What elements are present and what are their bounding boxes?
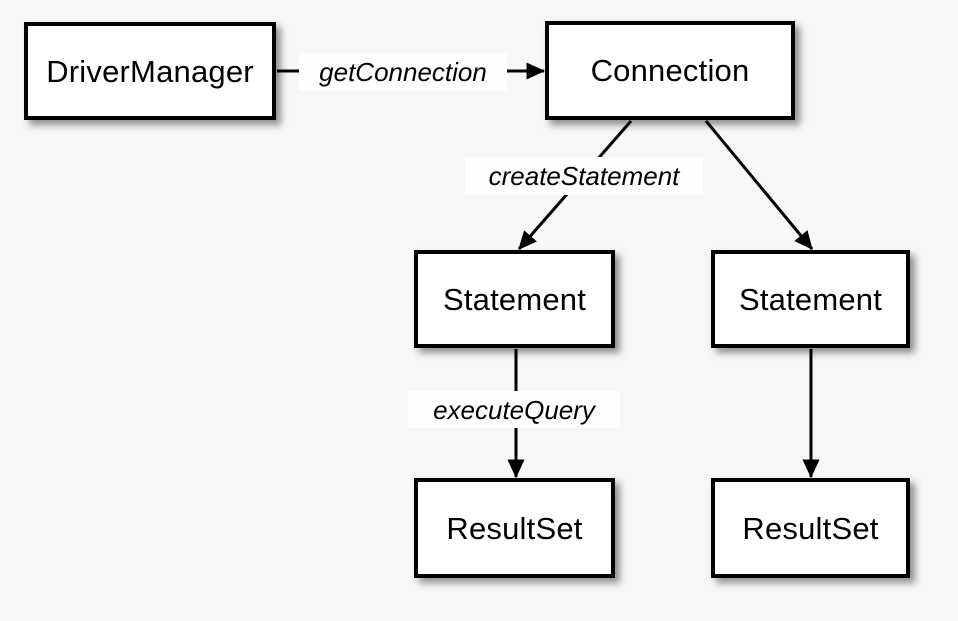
node-resultset-left-label: ResultSet [446, 510, 583, 546]
node-statement-left[interactable]: Statement [414, 250, 615, 348]
node-connection-label: Connection [590, 53, 750, 88]
node-statement-right[interactable]: Statement [711, 250, 910, 348]
edge-line-createstatement-right [704, 120, 814, 250]
node-resultset-right-label: ResultSet [742, 510, 879, 546]
node-resultset-right[interactable]: ResultSet [711, 478, 910, 578]
node-statement-right-label: Statement [738, 281, 883, 317]
edge-label-executequery: executeQuery [408, 391, 620, 428]
node-resultset-left[interactable]: ResultSet [414, 478, 615, 578]
node-connection[interactable]: Connection [545, 21, 795, 120]
edge-label-getconnection: getConnection [299, 53, 507, 90]
node-drivermanager[interactable]: DriverManager [24, 22, 276, 120]
edge-label-createstatement: createStatement [465, 157, 703, 195]
node-drivermanager-label: DriverManager [46, 53, 254, 89]
node-statement-left-label: Statement [442, 281, 587, 317]
